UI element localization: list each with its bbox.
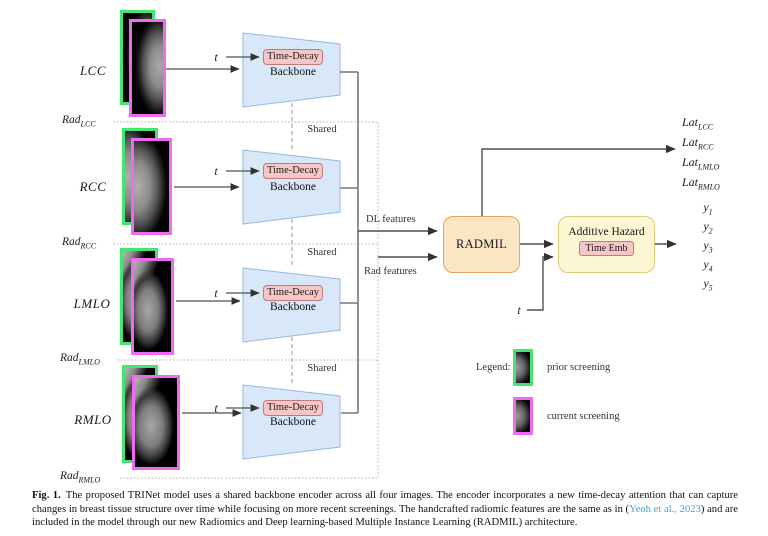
additive-hazard-node: Additive Hazard Time Emb xyxy=(558,216,655,273)
y-output-1: y1 xyxy=(703,200,713,217)
figure-caption: Fig. 1.The proposed TRINet model uses a … xyxy=(32,489,738,530)
time-decay-box-lmlo: Time-Decay xyxy=(263,285,323,301)
rad-features-label-lmlo: RadLMLO xyxy=(60,352,100,367)
caption-text-before-link: The proposed TRINet model uses a shared … xyxy=(32,490,738,515)
backbone-label-lmlo: Backbone xyxy=(270,301,316,313)
rad-features-label: Rad features xyxy=(364,266,417,277)
view-label-lmlo: LMLO xyxy=(73,296,111,311)
legend-current-thumbnail xyxy=(513,397,533,435)
y-output-3: y3 xyxy=(703,238,713,255)
legend-title: Legend: xyxy=(476,362,511,373)
time-decay-box-rmlo: Time-Decay xyxy=(263,400,323,416)
time-input-label-rmlo: t xyxy=(214,401,218,415)
rad-features-label-rmlo: RadRMLO xyxy=(60,470,101,485)
legend-current-label: current screening xyxy=(547,411,620,422)
view-label-rcc: RCC xyxy=(79,179,107,194)
figure-number: Fig. 1. xyxy=(32,490,61,501)
rad-features-label-lcc: RadLCC xyxy=(62,114,96,129)
mammogram-rmlo-current xyxy=(135,378,177,467)
time-emb-box: Time Emb xyxy=(579,241,634,256)
lat-output-rmlo: LatRMLO xyxy=(682,175,720,192)
legend-prior-label: prior screening xyxy=(547,362,611,373)
radmil-label: RADMIL xyxy=(455,237,508,251)
shared-label-3: Shared xyxy=(307,363,337,374)
time-input-label-lcc: t xyxy=(214,50,218,64)
lat-output-lmlo: LatLMLO xyxy=(682,155,720,172)
y-output-5: y5 xyxy=(703,276,713,293)
rad-features-label-rcc: RadRCC xyxy=(62,236,97,251)
shared-label-1: Shared xyxy=(307,124,337,135)
dl-feature-collector xyxy=(340,71,359,414)
citation-link[interactable]: Yeoh et al., 2023 xyxy=(629,503,701,515)
current-screening-image-rcc xyxy=(131,138,172,235)
time-input-label-lmlo: t xyxy=(214,286,218,300)
hazard-time-input-label: t xyxy=(517,303,521,317)
y-output-2: y2 xyxy=(703,219,713,236)
dl-features-label: DL features xyxy=(366,214,416,225)
backbone-label-rcc: Backbone xyxy=(270,181,316,193)
radmil-node: RADMIL xyxy=(443,216,520,273)
legend-prior-thumbnail xyxy=(513,349,533,386)
additive-hazard-label: Additive Hazard xyxy=(568,226,645,238)
mammogram-lcc-current xyxy=(132,22,163,114)
lat-outputs-arrow xyxy=(481,144,676,216)
backbone-label-lcc: Backbone xyxy=(270,66,316,78)
current-screening-image-lcc xyxy=(129,19,166,117)
y-output-4: y4 xyxy=(703,257,713,274)
shared-label-2: Shared xyxy=(307,247,337,258)
time-decay-box-lcc: Time-Decay xyxy=(263,49,323,65)
mammogram-rcc-current xyxy=(134,141,169,232)
time-input-arrows xyxy=(226,53,260,412)
caption-text-after-link: ) and are included in the model through … xyxy=(32,503,738,529)
view-label-rmlo: RMLO xyxy=(74,412,112,427)
lat-output-lcc: LatLCC xyxy=(682,115,714,132)
mammogram-lmlo-current xyxy=(134,261,171,352)
backbone-label-rmlo: Backbone xyxy=(270,416,316,428)
view-label-lcc: LCC xyxy=(79,63,107,78)
current-screening-image-rmlo xyxy=(132,375,180,470)
image-input-arrows xyxy=(166,65,242,417)
legend-current-image xyxy=(516,400,530,432)
current-screening-image-lmlo xyxy=(131,258,174,355)
radiomic-dotted-lines xyxy=(113,121,379,479)
lat-output-rcc: LatRCC xyxy=(682,135,714,152)
time-decay-box-rcc: Time-Decay xyxy=(263,163,323,179)
hazard-time-arrow xyxy=(527,252,554,311)
legend-prior-image xyxy=(516,352,530,383)
time-input-label-rcc: t xyxy=(214,164,218,178)
